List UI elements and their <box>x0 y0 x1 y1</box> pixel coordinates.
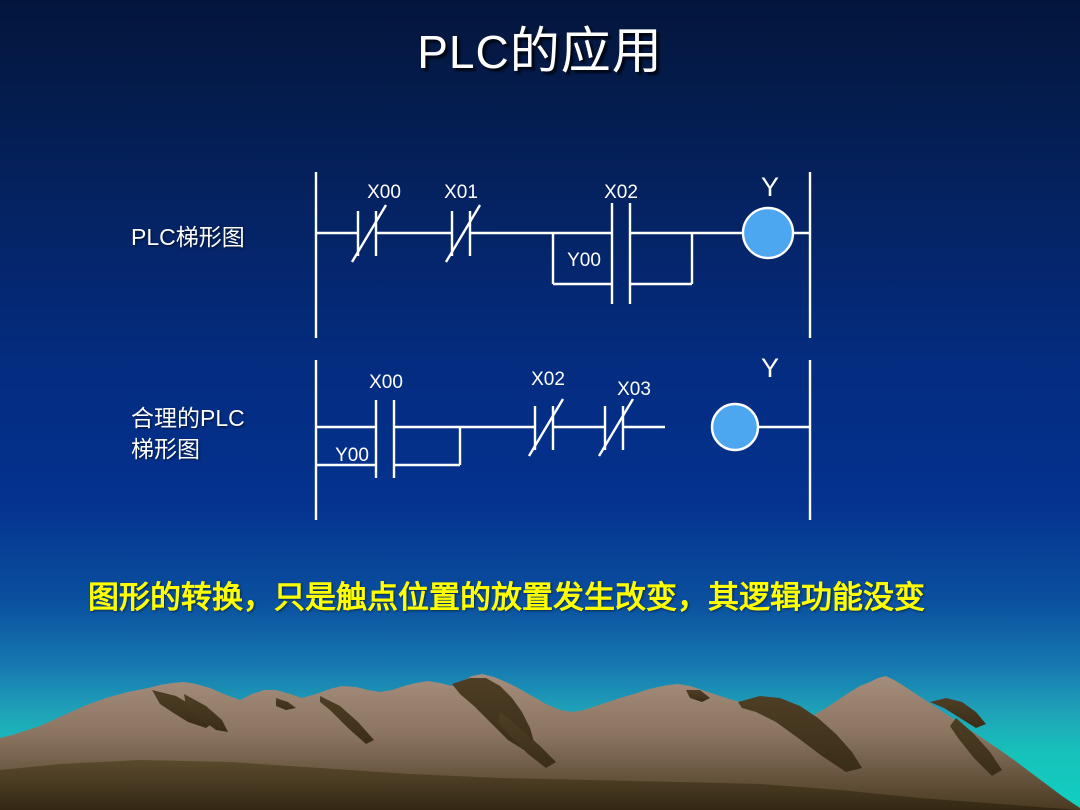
rung1-contact-x01-slash <box>444 204 482 263</box>
title-latin: PLC <box>417 26 510 78</box>
rung-2-label: 合理的PLC 梯形图 <box>131 405 245 463</box>
rung-1-label: PLC梯形图 <box>131 224 245 250</box>
rung2-contact-x03 <box>597 398 635 457</box>
rung2-coil-y <box>710 402 760 452</box>
rung2-label-x02: X02 <box>531 369 565 390</box>
title-cjk: 的应用 <box>509 23 663 79</box>
rung1-label-x01: X01 <box>444 182 478 203</box>
mountain-facet-10 <box>950 718 1002 776</box>
mountain-facet-9 <box>930 698 986 728</box>
mountain-facet-6 <box>498 712 556 768</box>
rung1-label-y00: Y00 <box>567 250 601 271</box>
ladder-diagrams: X00 X01 X02 Y00 X00 Y00 X02 X03 Y Y <box>314 172 812 520</box>
rung2-contact-x03-slash <box>597 398 635 457</box>
mountain-facet-8 <box>738 696 862 772</box>
rung1-label-coil: Y <box>761 172 779 202</box>
rung2-label-y00: Y00 <box>335 445 369 466</box>
page-title: PLC的应用 <box>0 24 1080 79</box>
rung-1 <box>314 172 812 338</box>
rung1-label-x02: X02 <box>604 182 638 203</box>
mountain-facet-4 <box>320 696 374 744</box>
rung2-contact-x02 <box>527 398 565 457</box>
rung1-label-x00: X00 <box>367 182 401 203</box>
rung1-coil-y <box>741 206 795 260</box>
rung2-label-coil: Y <box>761 353 779 383</box>
slide-caption: 图形的转换，只是触点位置的放置发生改变，其逻辑功能没变 <box>88 580 925 616</box>
rung2-contact-x02-slash <box>527 398 565 457</box>
rung1-contact-x01 <box>444 204 482 263</box>
mountain-scenery <box>0 674 1080 810</box>
rung1-contact-x00-slash <box>350 204 388 263</box>
rung2-contact-x00 <box>374 400 396 478</box>
rung-2 <box>314 360 812 520</box>
mountain-foreground <box>0 760 1080 810</box>
rung1-contact-x00 <box>350 204 388 263</box>
rung2-label-x00: X00 <box>369 372 403 393</box>
rung1-contact-x02 <box>610 203 632 304</box>
mountain-facet-3 <box>276 698 296 710</box>
mountain-facet-2 <box>184 694 228 732</box>
mountain-facet-1 <box>152 690 214 728</box>
rung2-label-x03: X03 <box>617 379 651 400</box>
mountain-facet-7 <box>686 690 710 702</box>
